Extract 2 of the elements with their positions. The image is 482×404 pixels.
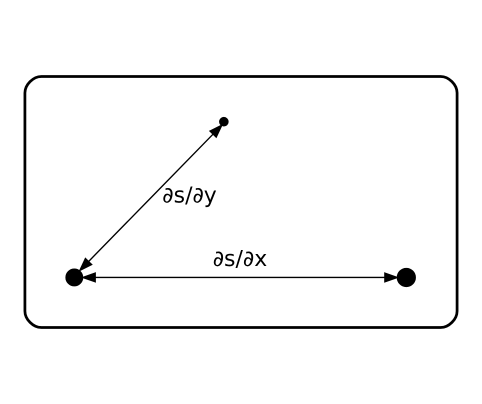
edge-label: ∂s/∂y xyxy=(162,183,217,208)
edge-label: ∂s/∂x xyxy=(212,247,268,272)
